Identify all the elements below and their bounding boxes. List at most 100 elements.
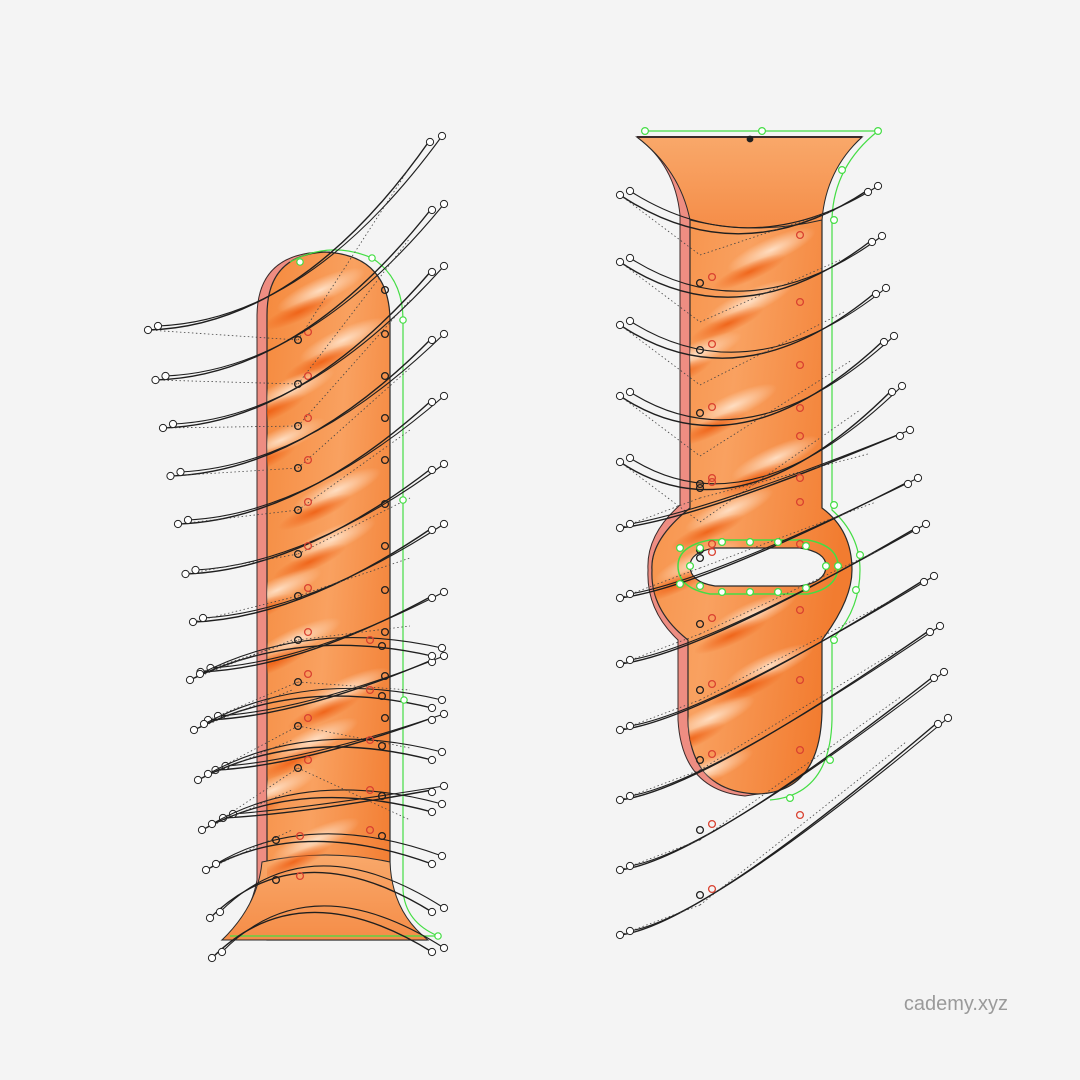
stroke-curve-inner — [215, 833, 443, 865]
stroke-curve-inner — [217, 655, 445, 717]
endpoint-handle — [625, 253, 635, 263]
stroke-curve-inner — [199, 637, 443, 675]
endpoint-handle — [427, 465, 437, 475]
guide-anchor — [675, 579, 685, 589]
guide-anchor — [400, 696, 408, 704]
endpoint-handle — [439, 587, 449, 597]
guide-anchor — [821, 561, 831, 571]
bezier-stroke — [615, 713, 953, 940]
buckle-hole-guide — [677, 539, 839, 595]
endpoint-handle — [185, 675, 195, 685]
anchor-point — [303, 713, 313, 723]
band-highlight — [299, 317, 388, 363]
endpoint-handle — [427, 703, 437, 713]
endpoint-handle — [439, 651, 449, 661]
stroke-curve-inner — [207, 738, 443, 775]
endpoint-handle — [211, 859, 221, 869]
guide-anchor — [757, 126, 766, 135]
endpoint-handle — [929, 673, 939, 683]
anchor-point — [795, 745, 805, 755]
endpoint-handle — [201, 865, 211, 875]
guide-anchor — [745, 537, 755, 547]
anchor-point — [380, 413, 390, 423]
handle-line — [297, 497, 411, 555]
bezier-stroke — [615, 621, 945, 805]
bezier-stroke — [143, 131, 447, 345]
guide-anchor — [829, 216, 838, 225]
guide-anchor — [773, 587, 783, 597]
band-shadow — [650, 773, 724, 794]
anchor-point — [303, 755, 313, 765]
endpoint-handle — [625, 721, 635, 731]
guide-anchor — [695, 543, 705, 553]
anchor-point — [695, 619, 705, 629]
band-highlight — [705, 279, 794, 325]
endpoint-handle — [437, 131, 447, 141]
endpoint-handle — [939, 667, 949, 677]
anchor-point — [365, 735, 375, 745]
anchor-point — [303, 627, 313, 637]
handle-line — [699, 409, 861, 523]
bezier-stroke — [151, 199, 449, 389]
anchor-point — [707, 473, 717, 483]
endpoint-handle — [625, 387, 635, 397]
bezier-stroke — [207, 871, 449, 963]
bezier-stroke — [201, 825, 447, 875]
endpoint-handle — [615, 593, 625, 603]
anchor-point — [795, 230, 805, 240]
endpoint-handle — [925, 627, 935, 637]
endpoint-handle — [176, 467, 185, 477]
guide-anchor — [685, 561, 695, 571]
stroke-curve-inner — [219, 865, 445, 913]
band-shadow — [710, 669, 785, 707]
handle-line — [185, 553, 299, 575]
handle-line — [297, 237, 411, 385]
endpoint-handle — [933, 719, 943, 729]
anchor-point — [795, 675, 805, 685]
endpoint-handle — [183, 515, 193, 525]
endpoint-handle — [158, 423, 168, 433]
band-shadow — [694, 617, 768, 655]
bezier-stroke — [173, 391, 449, 529]
endpoint-handle — [625, 519, 635, 529]
handle-line — [177, 509, 299, 525]
endpoint-handle — [168, 419, 178, 429]
anchor-point — [377, 741, 387, 751]
band-highlight — [271, 817, 360, 863]
endpoint-handle — [439, 903, 449, 913]
stroke-curve-inner — [202, 523, 445, 619]
stroke-curve — [147, 139, 431, 331]
anchor-point — [303, 413, 313, 423]
anchor-point — [293, 463, 303, 473]
anchor-point — [380, 371, 390, 381]
bezier-stroke — [615, 403, 915, 533]
anchor-point — [380, 455, 390, 465]
endpoint-handle — [625, 186, 635, 196]
band-highlight — [725, 643, 814, 689]
endpoint-handle — [427, 525, 437, 535]
endpoint-handle — [195, 669, 205, 679]
stroke-curve — [619, 239, 873, 298]
anchor-point — [380, 499, 390, 509]
endpoint-handle — [191, 565, 200, 575]
endpoint-handle — [625, 655, 635, 665]
endpoint-handle — [215, 907, 225, 917]
stroke-curve — [205, 840, 433, 871]
stroke-curve — [200, 595, 433, 673]
anchor-point — [380, 671, 390, 681]
endpoint-handle — [437, 799, 447, 809]
anchor-point — [795, 497, 805, 507]
endpoint-handle — [188, 617, 198, 627]
endpoint-handle — [919, 577, 929, 587]
anchor-point — [746, 135, 754, 143]
endpoint-handle — [197, 825, 207, 835]
band-highlight — [269, 717, 359, 763]
handle-line — [619, 395, 701, 457]
endpoint-handle — [439, 329, 449, 339]
anchor-point — [293, 763, 303, 773]
endpoint-handle — [625, 861, 635, 871]
endpoint-handle — [437, 851, 447, 861]
endpoint-handle — [439, 709, 449, 719]
bezier-stroke — [615, 667, 949, 875]
endpoint-handle — [439, 781, 449, 791]
